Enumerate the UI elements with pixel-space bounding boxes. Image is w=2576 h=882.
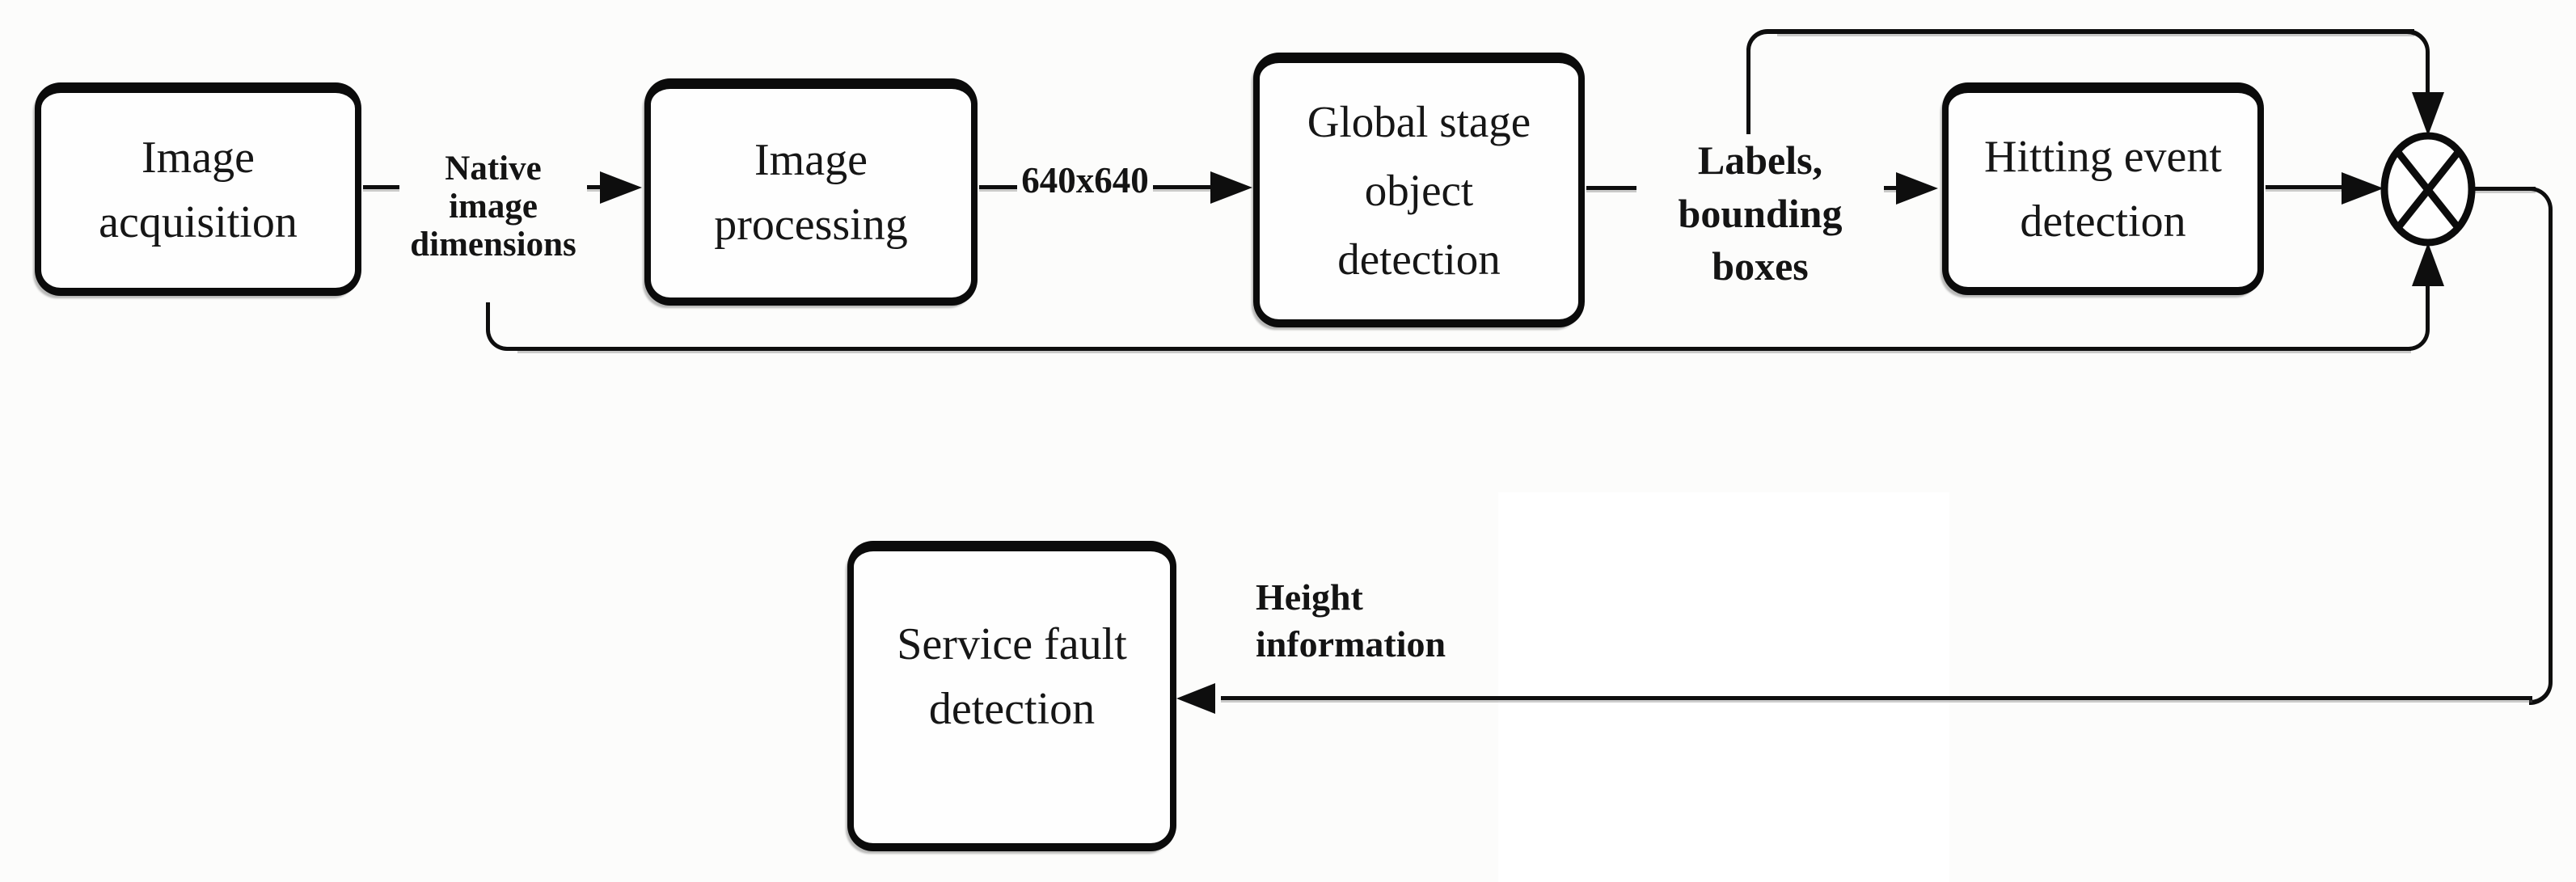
node-global-stage-object-detection-label: Global stage object detection [1307,97,1531,284]
connector-top-bypass-line [1777,29,2414,34]
edge-label-640x640: 640x640 [1017,160,1153,205]
arrowhead-into-junction-left-icon [2342,172,2384,205]
node-image-acquisition: Image acquisition [35,82,361,296]
connector-feedback-up-line [2426,283,2430,330]
connector-labels-branch-up-line [1746,49,1750,188]
connector-return-line [1221,696,2532,700]
multiply-junction [2377,128,2482,251]
connector-native-feedback-line [517,347,2411,351]
corner-top-right [2406,29,2430,57]
corner-top-left [1746,29,1780,53]
edge-label-native-image-dimensions: Native image dimensions [399,146,587,302]
corner-out-top-right [2529,187,2553,219]
node-image-processing-label: Image processing [714,135,908,250]
edge-label-labels-bounding-boxes: Labels, bounding boxes [1636,134,1884,289]
arrowhead-into-junction-bottom-icon [2412,243,2444,286]
connector-top-down-line [2426,53,2430,95]
arrowhead-into-hitting-event-icon [1896,172,1938,205]
node-global-stage-object-detection: Global stage object detection [1253,53,1585,327]
corner-native-branch [486,327,522,351]
node-hitting-event-detection: Hitting event detection [1942,82,2264,295]
connector-right-down-line [2549,216,2553,681]
node-service-fault-detection-label: Service fault detection [897,618,1127,734]
arrowhead-into-service-fault-icon [1176,683,1215,714]
node-image-processing: Image processing [644,78,978,306]
arrowhead-into-image-processing-icon [600,171,642,204]
arrowhead-into-global-stage-icon [1210,171,1252,204]
multiply-circle-icon [2380,132,2476,247]
node-image-acquisition-label: Image acquisition [99,132,298,247]
node-hitting-event-detection-label: Hitting event detection [1984,132,2222,247]
connector-hitting-junction-line [2266,185,2346,189]
node-service-fault-detection: Service fault detection [847,541,1176,851]
edge-label-height-information: Height information [1256,574,1476,674]
white-patch-artifact [1498,492,1949,882]
corner-out-bottom-right [2529,677,2553,705]
corner-feedback-up [2408,327,2430,351]
connector-junction-out-line [2473,187,2536,191]
arrowhead-into-junction-top-icon [2412,92,2444,136]
